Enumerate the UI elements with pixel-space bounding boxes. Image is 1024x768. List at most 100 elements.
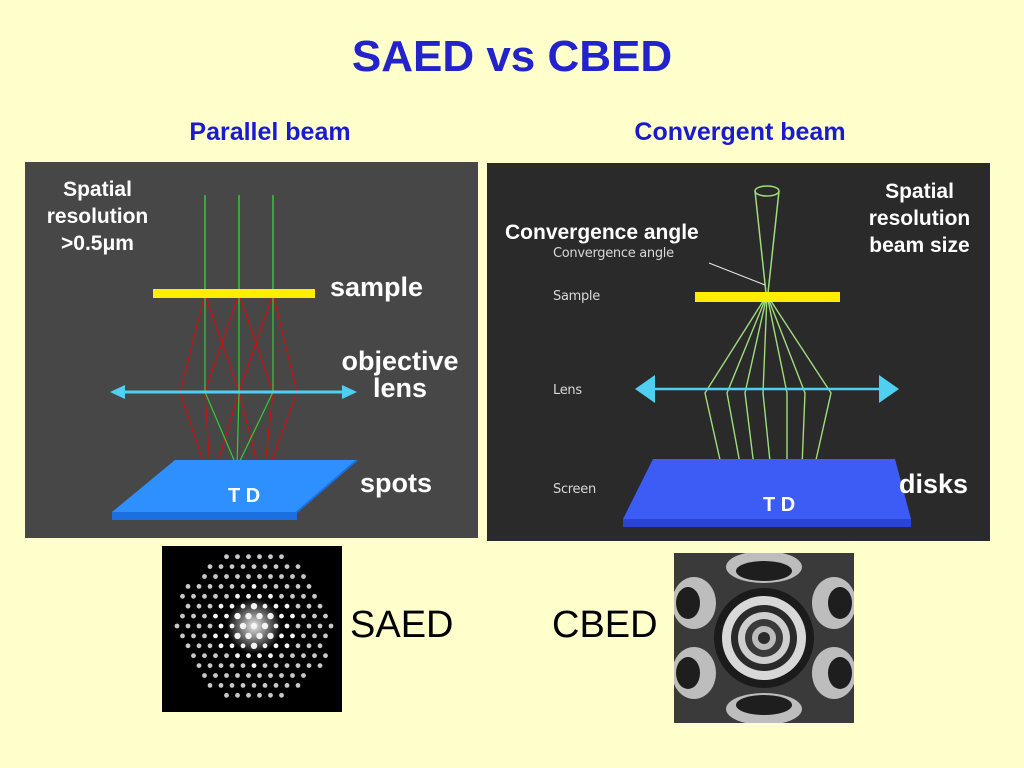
convergence-pointer xyxy=(708,262,766,286)
diffraction-spot xyxy=(185,603,191,609)
diffraction-spot xyxy=(301,673,306,678)
diffraction-spot xyxy=(240,564,246,569)
diffraction-spot xyxy=(295,643,301,649)
diffraction-spot xyxy=(284,623,290,629)
disks-label: disks xyxy=(899,469,969,499)
td-label-left: T D xyxy=(228,485,261,507)
heading-convergent-beam: Convergent beam xyxy=(634,118,846,146)
diffraction-spot xyxy=(196,584,202,589)
diffraction-spot xyxy=(284,564,290,569)
cbed-outer-dark xyxy=(676,561,852,715)
diffraction-spot xyxy=(257,593,262,599)
diffraction-spot xyxy=(290,593,295,599)
diffraction-spot xyxy=(202,593,207,599)
diffraction-spot xyxy=(235,593,240,599)
cbed-disk-pattern xyxy=(674,553,854,723)
saed-pattern-image xyxy=(162,546,342,712)
diffraction-spot xyxy=(224,692,229,698)
diffraction-spot xyxy=(279,613,284,619)
diffraction-spot xyxy=(251,663,257,668)
diffraction-spot xyxy=(267,632,274,640)
sample-bar xyxy=(153,289,315,298)
diffraction-spot xyxy=(268,593,273,599)
diffraction-spot xyxy=(290,673,295,678)
diffraction-spot xyxy=(323,653,328,659)
diffraction-spot xyxy=(235,574,240,579)
small-label-sample: Sample xyxy=(553,289,600,304)
convergent-beam-ray-diagram xyxy=(623,185,911,527)
diffraction-spot xyxy=(246,574,251,579)
diffraction-spot xyxy=(245,632,252,640)
diffraction-spot xyxy=(213,673,218,678)
diffraction-spot xyxy=(229,643,235,649)
diffraction-spot xyxy=(295,663,301,668)
diffraction-spot xyxy=(191,613,196,619)
diffraction-spot xyxy=(207,564,213,569)
diffraction-spot xyxy=(262,603,268,609)
diffraction-spot xyxy=(235,673,240,678)
diffraction-spot xyxy=(251,564,257,569)
diffraction-spot xyxy=(312,633,317,639)
diffraction-spot xyxy=(185,643,191,649)
diffraction-spot xyxy=(207,663,213,668)
diffraction-spot xyxy=(229,584,235,589)
diffraction-spot xyxy=(317,623,323,629)
diffraction-spot xyxy=(279,653,284,659)
diffraction-spot xyxy=(245,612,252,620)
diffraction-spot xyxy=(290,613,295,619)
small-label-lens: Lens xyxy=(553,383,582,398)
diffraction-spot xyxy=(202,653,207,659)
diffraction-spot xyxy=(191,633,196,639)
diffraction-spot xyxy=(207,603,213,609)
diffraction-spot xyxy=(295,603,301,609)
diffraction-spot xyxy=(279,574,284,579)
parallel-beam-ray-diagram xyxy=(110,195,358,520)
convergent-beam-diagram: Convergence angle Sample Lens Screen Con… xyxy=(487,163,990,541)
diffraction-spot xyxy=(284,683,290,688)
diffraction-spot xyxy=(262,584,268,589)
diffraction-spot xyxy=(257,692,262,698)
diffraction-spot xyxy=(235,554,240,560)
diffraction-spot xyxy=(196,603,202,609)
diffraction-spot xyxy=(185,584,191,589)
diffraction-spot xyxy=(234,612,241,620)
diffraction-spot xyxy=(273,584,279,589)
diffraction-spot xyxy=(295,623,301,629)
diffraction-spot xyxy=(180,633,185,639)
diffraction-spot xyxy=(240,683,246,688)
diffraction-spot xyxy=(301,613,306,619)
diffraction-spot xyxy=(301,653,306,659)
sample-label: sample xyxy=(330,272,424,302)
diffraction-spot xyxy=(250,622,258,630)
diffraction-spot xyxy=(239,622,247,630)
diffraction-spot xyxy=(224,593,229,599)
diffraction-spot xyxy=(235,653,240,659)
saed-spot-pattern xyxy=(174,554,334,698)
diffraction-spot xyxy=(240,663,246,668)
spatial-resolution-label-right: Spatial resolution beam size xyxy=(868,180,971,257)
diffraction-spot xyxy=(240,643,246,649)
small-label-convergence: Convergence angle xyxy=(553,246,674,261)
diffraction-spot xyxy=(261,622,269,630)
diffraction-spot xyxy=(246,593,251,599)
parallel-beam-diagram: Spatial resolution >0.5μm sample objecti… xyxy=(25,162,478,538)
diffraction-spot xyxy=(250,642,258,649)
lens-arrow-right-icon xyxy=(342,385,357,399)
diffraction-spot xyxy=(229,663,235,668)
diffraction-spot xyxy=(191,593,196,599)
diffraction-spot xyxy=(218,683,224,688)
diffraction-spot xyxy=(246,653,251,659)
diffraction-spot xyxy=(312,653,317,659)
diffraction-spot xyxy=(301,593,306,599)
diffraction-spot xyxy=(290,653,295,659)
lens-arrow-left-icon xyxy=(110,385,125,399)
diffraction-spot xyxy=(306,663,312,668)
diffraction-spot xyxy=(273,683,279,688)
diffraction-spot xyxy=(268,692,273,698)
diffraction-spot xyxy=(224,633,229,639)
diffraction-spot xyxy=(235,692,240,698)
diffraction-spot xyxy=(246,673,251,678)
diffraction-spot xyxy=(257,574,262,579)
diffraction-spot xyxy=(317,603,323,609)
diffraction-spot xyxy=(279,593,284,599)
